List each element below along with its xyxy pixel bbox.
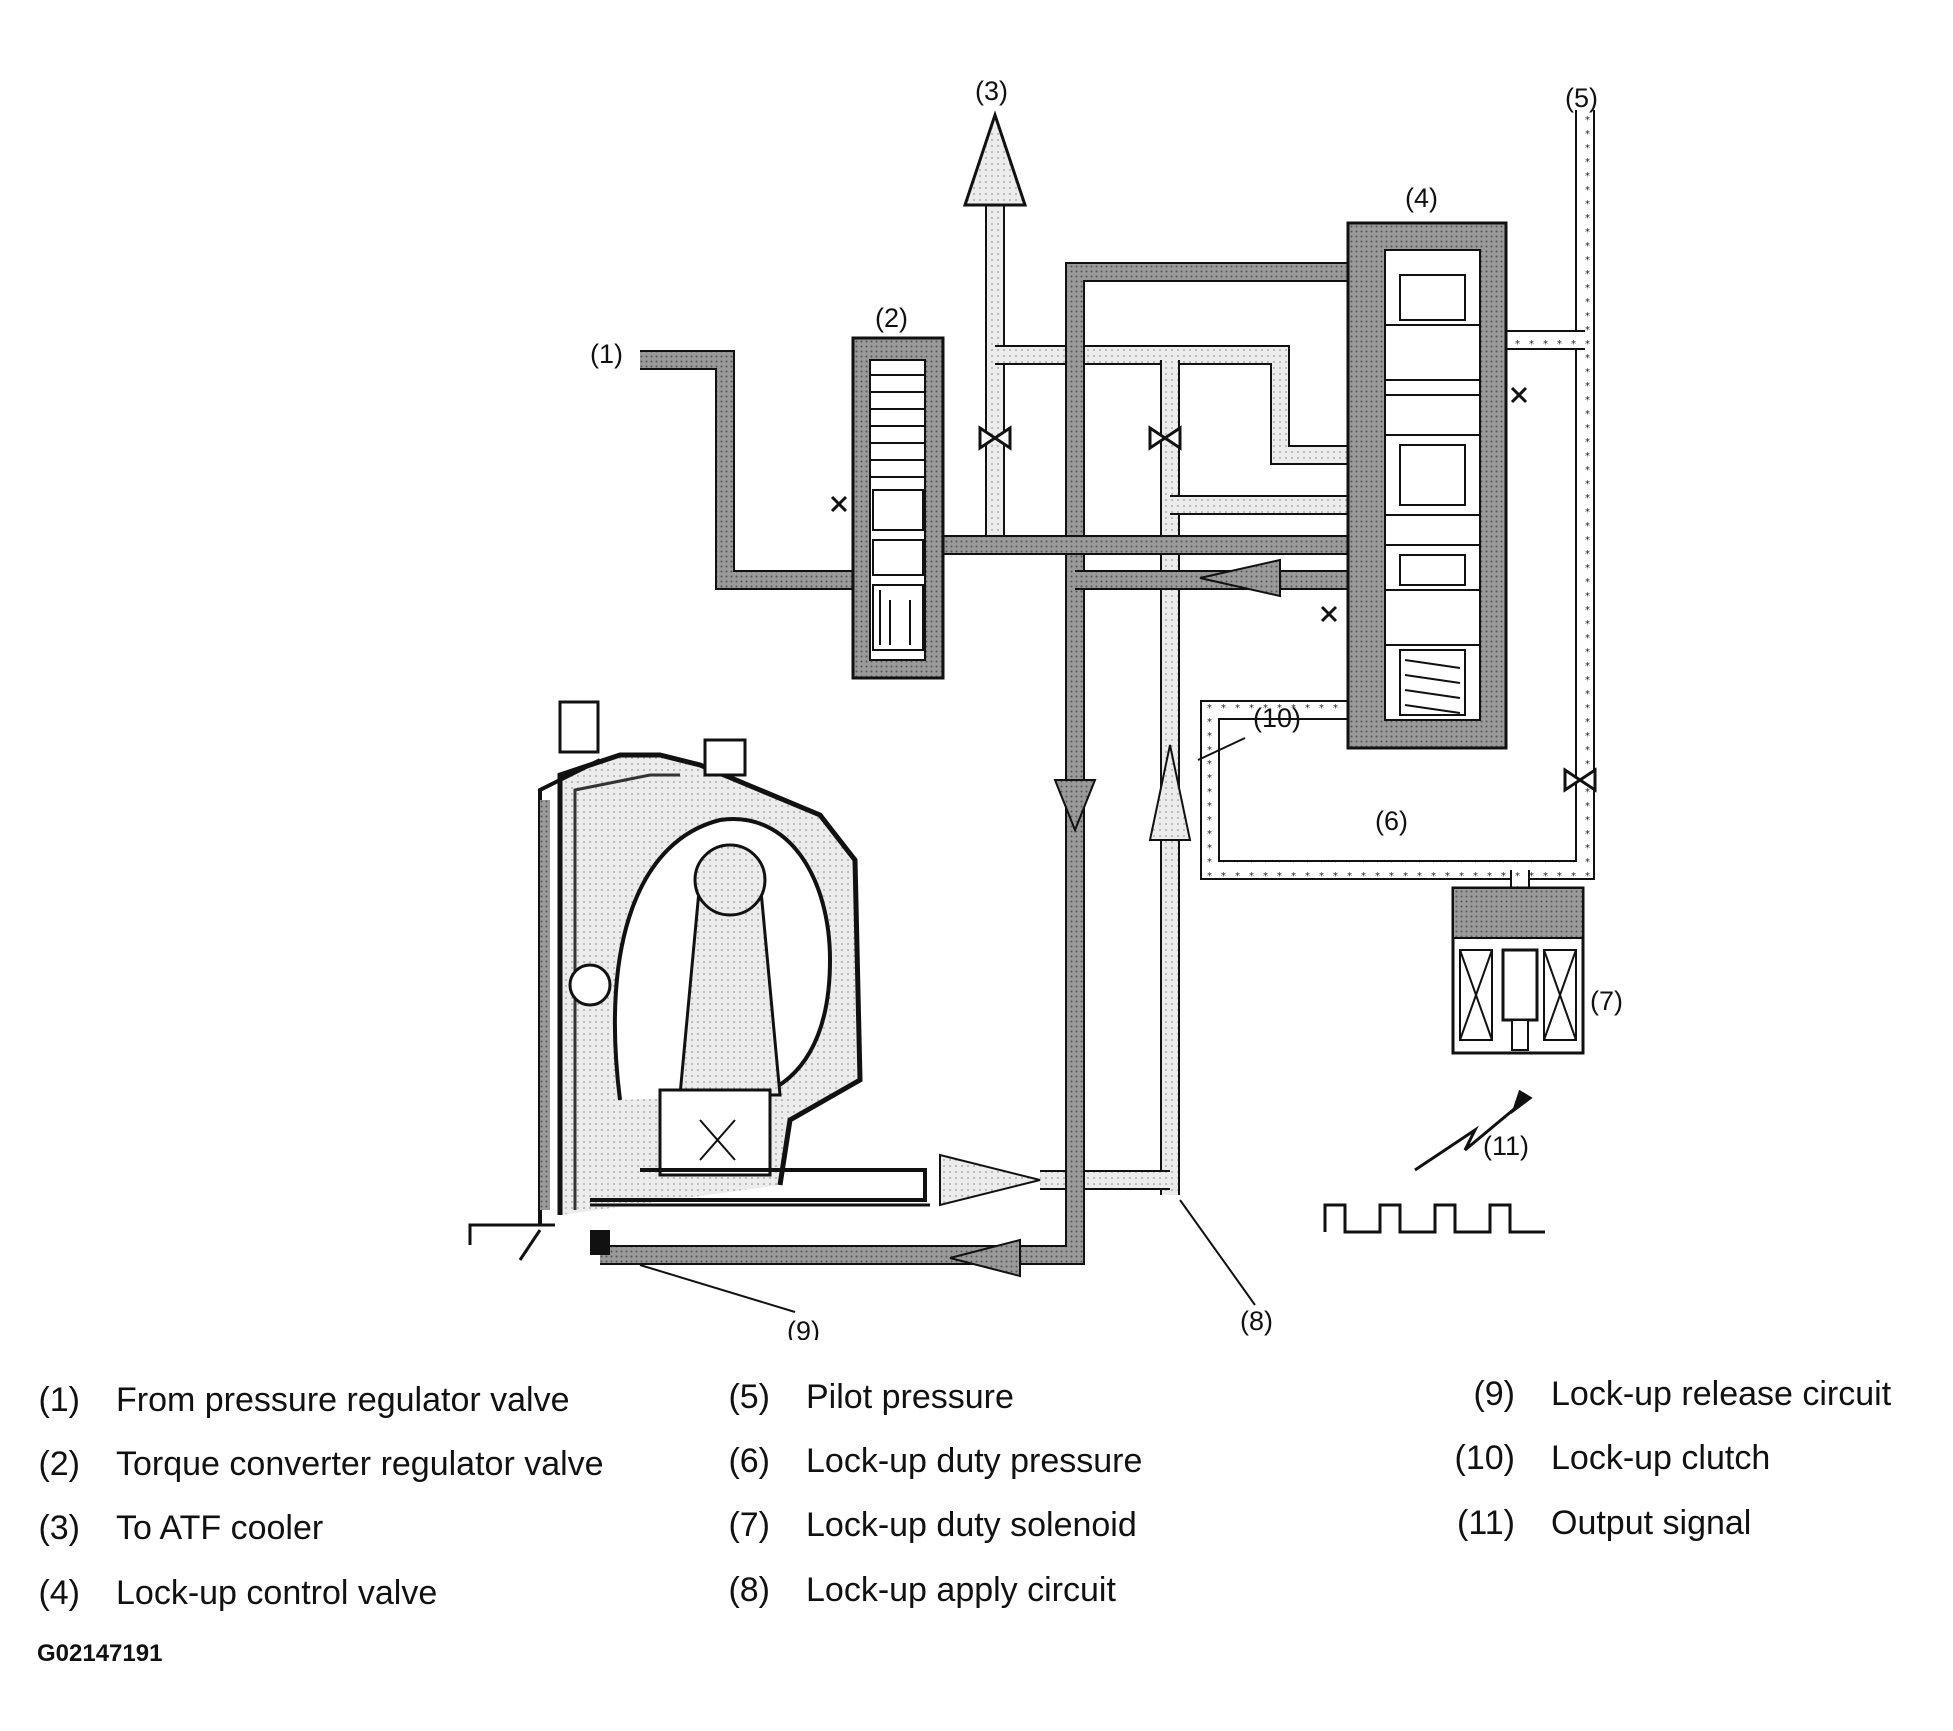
legend-item: (1) From pressure regulator valve (30, 1380, 570, 1420)
callout-3: (3) (975, 76, 1008, 106)
legend-text: Torque converter regulator valve (116, 1445, 604, 1483)
callout-2: (2) (875, 303, 908, 333)
drain-x-icon (1320, 605, 1338, 623)
orifice-icon (1563, 767, 1597, 793)
legend-text: Lock-up duty solenoid (806, 1506, 1137, 1544)
square-wave-icon (1323, 1203, 1545, 1234)
legend-number: (5) (728, 1378, 770, 1416)
legend-item: (3) To ATF cooler (30, 1508, 323, 1548)
converter-outlet-arrow (939, 1153, 1041, 1207)
legend-number: (4) (38, 1574, 80, 1612)
leader-lines (639, 737, 1256, 1313)
callout-10: (10) (1253, 703, 1301, 733)
legend-number: (3) (38, 1509, 80, 1547)
legend-item: (8) Lock-up apply circuit (720, 1570, 1116, 1610)
legend-text: Pilot pressure (806, 1378, 1014, 1416)
legend-item: (6) Lock-up duty pressure (720, 1441, 1142, 1481)
legend-text: Output signal (1551, 1504, 1752, 1542)
callout-9: (9) (787, 1316, 820, 1340)
legend-text: Lock-up clutch (1551, 1439, 1771, 1477)
hydraulic-diagram: * (468, 76, 1623, 1340)
legend-text: Lock-up release circuit (1551, 1375, 1892, 1413)
release-circuit (590, 262, 1385, 1278)
torque-converter-regulator-valve (851, 336, 945, 680)
drain-x-icon (830, 495, 848, 513)
apply-arrow (1148, 744, 1192, 841)
cooler-line (962, 110, 1028, 545)
callout-6: (6) (1375, 806, 1408, 836)
legend-item: (5) Pilot pressure (720, 1377, 1014, 1417)
legend-text: Lock-up duty pressure (806, 1442, 1143, 1480)
legend-number: (11) (1457, 1504, 1515, 1542)
legend-number: (8) (728, 1571, 770, 1609)
legend-item: (10) Lock-up clutch (1435, 1438, 1771, 1478)
lock-up-control-valve (1346, 221, 1508, 750)
callout-11: (11) (1483, 1131, 1529, 1161)
callout-1: (1) (590, 339, 623, 369)
callout-8: (8) (1240, 1306, 1273, 1336)
legend-text: From pressure regulator valve (116, 1381, 570, 1419)
legend-number: (10) (1454, 1439, 1515, 1477)
supply-line (640, 350, 870, 590)
orifice-icon (1148, 425, 1182, 451)
legend-text: Lock-up apply circuit (806, 1571, 1116, 1609)
lock-up-duty-solenoid (1451, 886, 1585, 1055)
upper-light-lines (995, 345, 1385, 1195)
legend-number: (6) (728, 1442, 770, 1480)
legend-item: (11) Output signal (1435, 1503, 1751, 1543)
legend-number: (2) (38, 1445, 80, 1483)
drain-x-icon (1510, 386, 1528, 404)
callout-5: (5) (1565, 83, 1598, 113)
callout-4: (4) (1405, 183, 1438, 213)
legend-text: Lock-up control valve (116, 1574, 438, 1612)
legend-number: (1) (38, 1381, 80, 1419)
torque-converter (468, 700, 930, 1261)
legend-text: To ATF cooler (116, 1509, 324, 1547)
legend-item: (9) Lock-up release circuit (1435, 1374, 1891, 1414)
legend-number: (9) (1473, 1375, 1515, 1413)
callout-7: (7) (1590, 986, 1623, 1016)
drawing-id: G02147191 (37, 1640, 163, 1667)
legend: (1) From pressure regulator valve (2) Torq… (0, 1360, 1953, 1690)
signal-bolt-icon (1414, 1089, 1533, 1172)
legend-item: (7) Lock-up duty solenoid (720, 1505, 1137, 1545)
legend-item: (4) Lock-up control valve (30, 1573, 437, 1613)
orifice-icon (978, 425, 1012, 451)
legend-number: (7) (728, 1506, 770, 1544)
legend-item: (2) Torque converter regulator valve (30, 1444, 604, 1484)
